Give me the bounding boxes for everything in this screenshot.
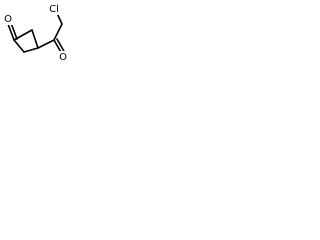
bond-ring-c2-c3 bbox=[23, 47, 39, 53]
bond-ketone-carbonyl-double bbox=[56, 38, 66, 54]
chlorine-label-group: Cl bbox=[46, 3, 62, 15]
chlorine-label: Cl bbox=[49, 4, 59, 15]
ketone-oxygen-label-group: O bbox=[58, 51, 68, 63]
molecule-structure-drawing: O O Cl bbox=[0, 0, 90, 66]
ketone-oxygen-label: O bbox=[59, 52, 67, 63]
bond-lactone-carbonyl-double bbox=[10, 22, 18, 40]
bond-lactone-carbonyl-single bbox=[7, 23, 15, 41]
bond-ketone-carbon-to-ch2 bbox=[53, 23, 63, 41]
chemical-structure-svg: O O Cl bbox=[3, 3, 68, 63]
bond-ring-c3-c4 bbox=[31, 29, 39, 49]
ring-oxygen-label-group: O bbox=[3, 13, 13, 25]
bond-ring-to-ketone-carbon bbox=[37, 39, 55, 49]
bond-ring-c1-c2 bbox=[13, 39, 25, 53]
ring-oxygen-label: O bbox=[4, 14, 12, 25]
